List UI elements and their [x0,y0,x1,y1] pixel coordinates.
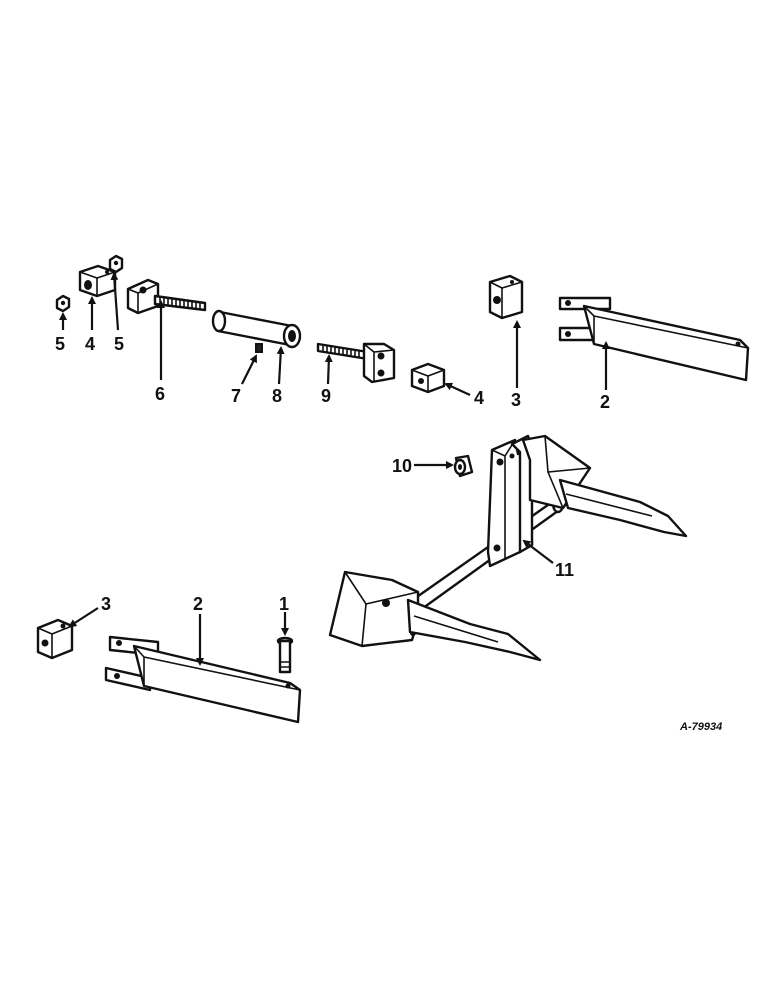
callout-6: 6 [155,384,165,404]
callout-1: 1 [279,594,289,614]
part-3-block-top [488,274,524,320]
part-7-pin [255,343,263,353]
part-4-block-right [410,362,446,394]
part-11-frame [328,434,688,662]
callout-3-bottom: 3 [101,594,111,614]
callout-8: 8 [272,386,282,406]
callout-5-left: 5 [55,334,65,354]
part-5-nut-left [55,294,71,313]
callout-3-top: 3 [511,390,521,410]
part-10-bushing [453,454,474,478]
part-3-block-bottom [36,618,74,660]
part-1-bolt [276,636,294,674]
callout-2-bottom: 2 [193,594,203,614]
part-5-nut-right [108,254,124,274]
callout-labels: 5 4 5 6 7 8 9 4 3 2 10 11 3 2 1 [55,334,610,614]
callout-7: 7 [231,386,241,406]
callout-11: 11 [555,560,574,580]
part-8-tube [211,309,302,349]
part-2-arm-top [558,296,750,382]
callout-4-right: 4 [474,388,484,408]
part-2-arm-bottom [104,635,302,724]
part-6-clevis-rod [126,278,207,315]
leader-lines [59,272,610,666]
reference-number: A-79934 [679,721,722,733]
callout-5-right: 5 [114,334,124,354]
callout-4-left: 4 [85,334,95,354]
part-4-block-left [78,264,117,298]
callout-10: 10 [392,456,412,476]
part-9-rod-clevis [316,342,396,384]
callout-9: 9 [321,386,331,406]
callout-2-top: 2 [600,392,610,412]
